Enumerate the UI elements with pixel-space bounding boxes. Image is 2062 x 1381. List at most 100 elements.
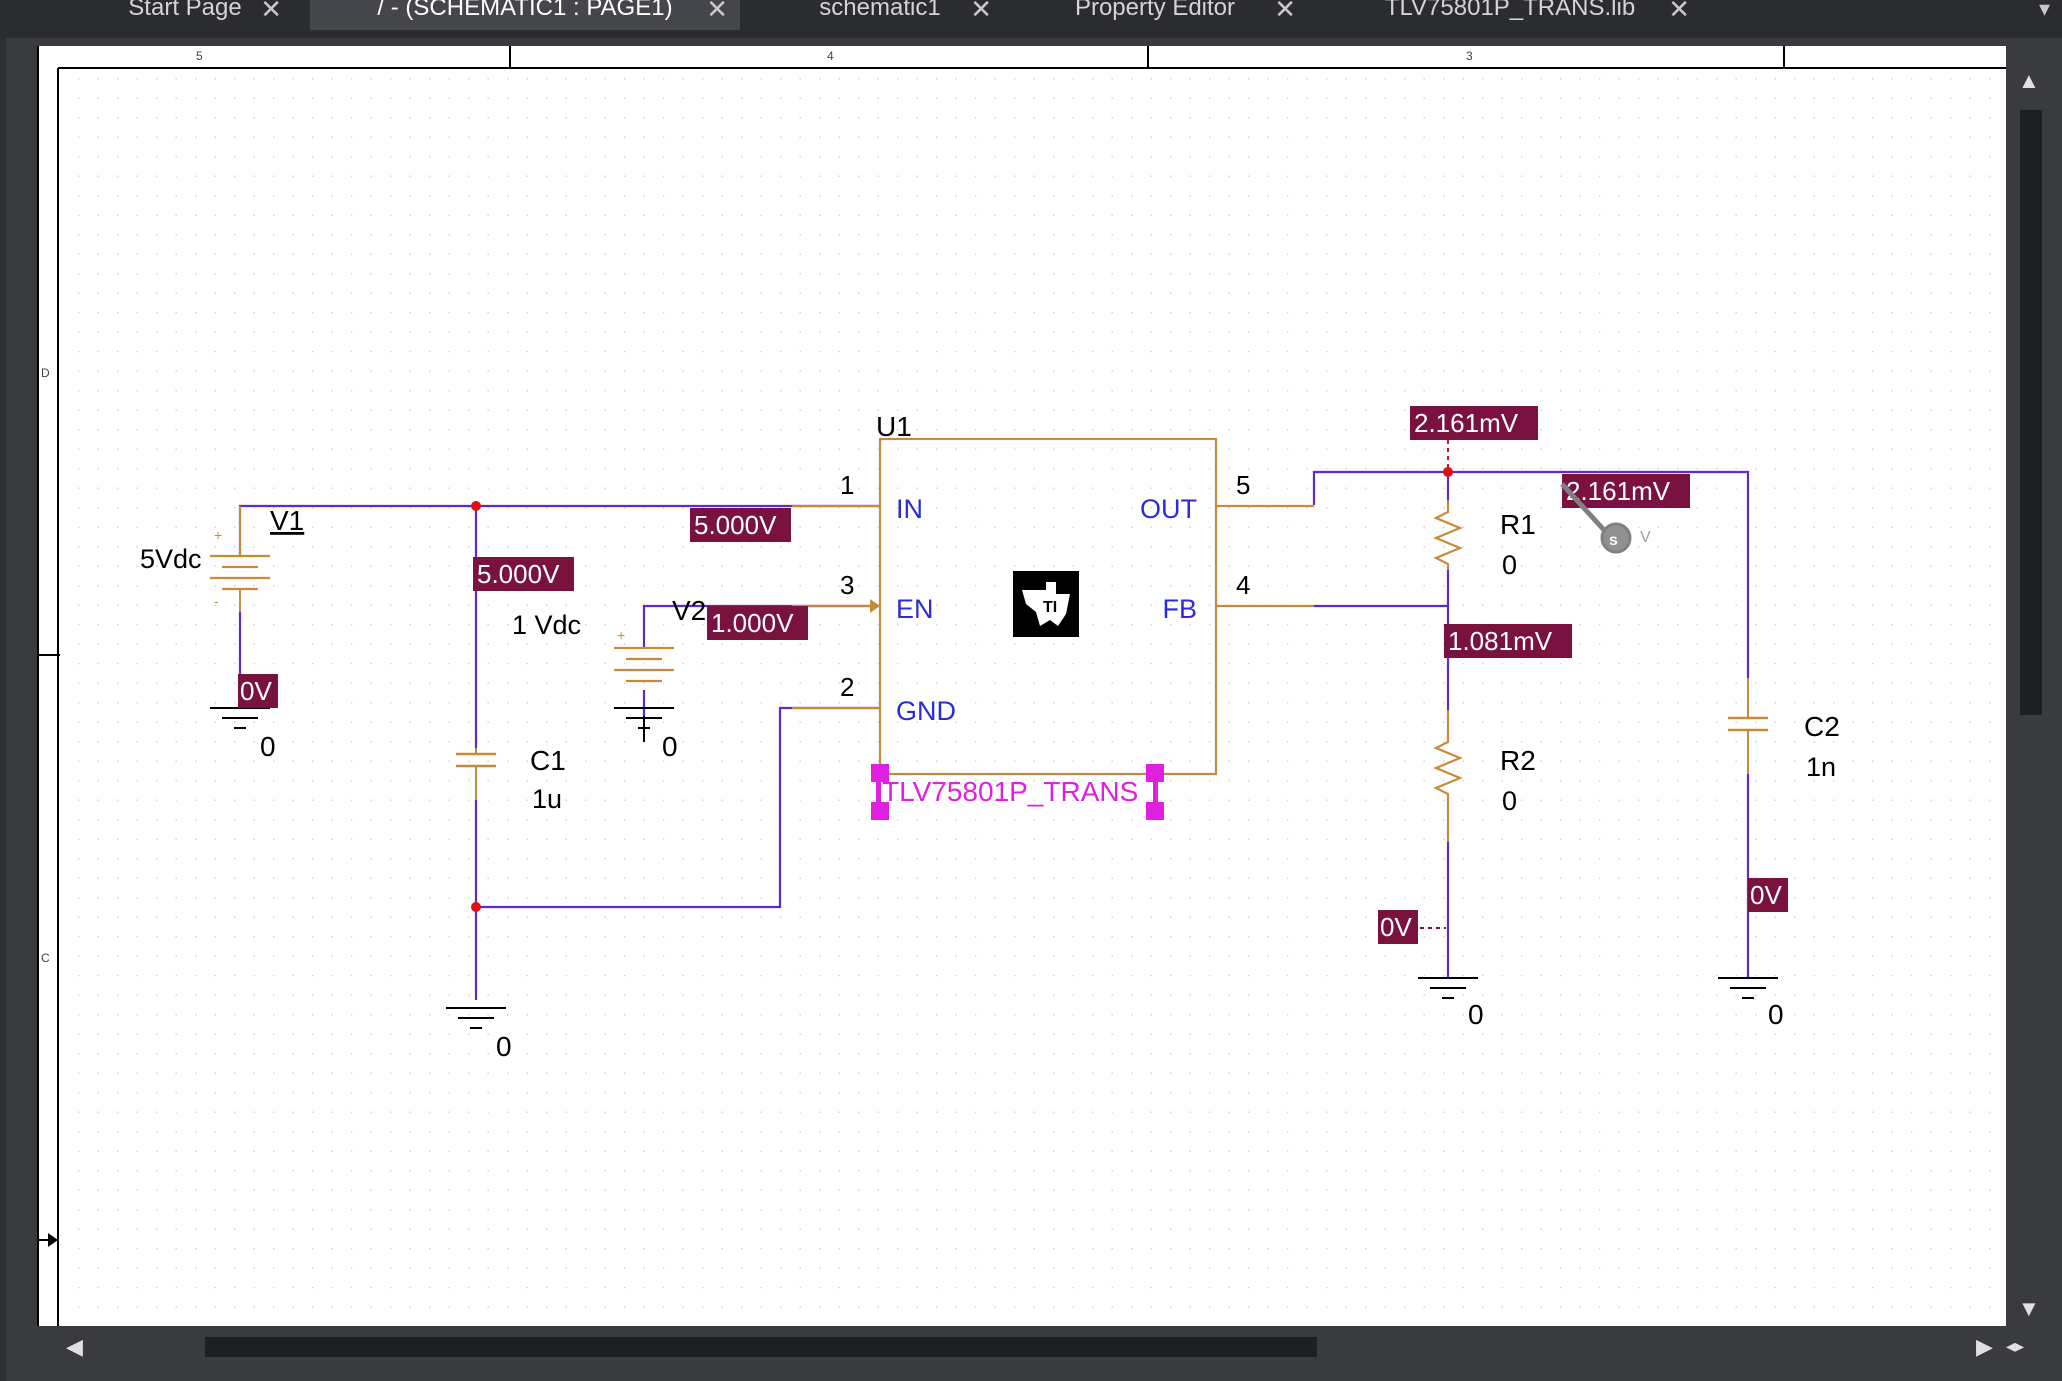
voltage-marker[interactable]: 0V (1748, 878, 1788, 912)
tab-label: / - (SCHEMATIC1 : PAGE1) (377, 0, 673, 21)
v1-ref-label: V1 (270, 505, 304, 536)
wire-out-net[interactable] (1312, 470, 1750, 678)
r1-ref-label: R1 (1500, 509, 1536, 540)
close-icon[interactable]: ✕ (1274, 0, 1296, 24)
voltage-marker[interactable]: 0V (1378, 910, 1446, 944)
voltage-marker[interactable]: 0V (238, 674, 278, 708)
close-icon[interactable]: ✕ (706, 0, 728, 24)
vertical-scroll-thumb[interactable] (2020, 110, 2042, 715)
voltage-marker[interactable]: 1.081mV (1444, 624, 1572, 658)
u1-part-label: TLV75801P_TRANS (882, 776, 1138, 807)
selection-handles (871, 764, 1164, 820)
r2-value-label: 0 (1502, 786, 1517, 816)
voltage-marker[interactable]: 5.000V (473, 557, 574, 591)
tab-library-file[interactable]: TLV75801P_TRANS.lib ✕ (1320, 0, 1700, 30)
pin-name-out: OUT (1140, 494, 1197, 524)
svg-text:s: s (1609, 532, 1618, 549)
border-row-label: D (41, 366, 50, 380)
r1-value-label: 0 (1502, 550, 1517, 580)
voltage-marker[interactable]: 2.161mV (1410, 406, 1538, 440)
ground-symbol[interactable]: 0 (614, 707, 678, 762)
c2-capacitor[interactable]: C2 1n (1728, 678, 1840, 782)
pin-name-gnd: GND (896, 696, 956, 726)
tab-schematic1[interactable]: schematic1 ✕ (760, 0, 1000, 30)
close-icon[interactable]: ✕ (1668, 0, 1690, 24)
tab-schematic-page[interactable]: / - (SCHEMATIC1 : PAGE1) ✕ (310, 0, 740, 30)
document-tab-bar: Start Page ✕ / - (SCHEMATIC1 : PAGE1) ✕ … (0, 0, 2062, 38)
scroll-left-icon[interactable]: ◀ (66, 1334, 83, 1359)
tab-label: Start Page (128, 0, 242, 21)
horizontal-scroll-thumb[interactable] (205, 1337, 1317, 1357)
grid-dots (60, 70, 2006, 1326)
junction-dot (471, 902, 481, 912)
ground-label: 0 (260, 731, 276, 762)
svg-text:2.161mV: 2.161mV (1414, 408, 1519, 438)
voltage-marker[interactable]: 1.000V (707, 606, 808, 640)
c1-ref-label: C1 (530, 745, 566, 776)
svg-text:+: + (214, 527, 222, 543)
r2-ref-label: R2 (1500, 745, 1536, 776)
border-row-label: C (41, 951, 50, 965)
probe-label: V (1640, 529, 1651, 546)
junction-dot (1443, 467, 1453, 477)
border-arrow-head (48, 1233, 58, 1247)
c2-ref-label: C2 (1804, 711, 1840, 742)
v2-ref-label: V2 (672, 595, 706, 626)
svg-text:1.081mV: 1.081mV (1448, 626, 1553, 656)
ground-label: 0 (496, 1031, 512, 1062)
ground-symbol[interactable]: 0 (1718, 977, 1784, 1030)
ground-symbol[interactable]: 0 (1418, 977, 1484, 1030)
c2-value-label: 1n (1806, 752, 1836, 782)
border-column-label: 4 (827, 49, 834, 63)
scroll-right-icon[interactable]: ▶ (1976, 1334, 1993, 1359)
pin-number-en: 3 (840, 570, 854, 600)
scroll-split-icon[interactable]: ◂▸ (2006, 1336, 2025, 1356)
close-icon[interactable]: ✕ (260, 0, 282, 24)
pin-name-in: IN (896, 494, 923, 524)
en-pin-arrow-icon (870, 599, 880, 613)
v1-value-label: 5Vdc (140, 544, 202, 574)
pin-name-en: EN (896, 594, 934, 624)
tab-property-editor[interactable]: Property Editor ✕ (1010, 0, 1300, 30)
tab-start-page[interactable]: Start Page ✕ (70, 0, 300, 30)
svg-text:0V: 0V (1750, 880, 1782, 910)
close-icon[interactable]: ✕ (970, 0, 992, 24)
scroll-down-icon[interactable]: ▼ (2018, 1296, 2040, 1321)
tab-list-dropdown-icon[interactable]: ▾ (2038, 0, 2050, 21)
svg-text:5.000V: 5.000V (694, 510, 777, 540)
u1-component[interactable]: U1 1 3 2 5 4 IN EN GND OUT FB TI TLV7580… (792, 411, 1314, 820)
svg-text:-: - (214, 593, 219, 609)
scroll-up-icon[interactable]: ▲ (2018, 68, 2040, 93)
tab-label: schematic1 (819, 0, 941, 21)
v1-source[interactable]: + - V1 5Vdc (140, 505, 304, 612)
r1-resistor[interactable]: R1 0 (1433, 500, 1536, 580)
svg-text:2.161mV: 2.161mV (1566, 476, 1671, 506)
pin-number-in: 1 (840, 470, 854, 500)
v2-source[interactable]: + V2 1 Vdc (512, 595, 706, 683)
voltage-probe-icon[interactable]: s V (1560, 482, 1651, 554)
ground-label: 0 (1768, 999, 1784, 1030)
tab-label: Property Editor (1074, 0, 1236, 21)
svg-text:+: + (617, 627, 625, 643)
r2-resistor[interactable]: R2 0 (1433, 710, 1536, 842)
voltage-marker[interactable]: 5.000V (690, 508, 791, 542)
ground-label: 0 (1468, 999, 1484, 1030)
tab-label: TLV75801P_TRANS.lib (1384, 0, 1636, 21)
svg-text:5.000V: 5.000V (477, 559, 560, 589)
ground-symbol[interactable]: 0 (446, 1007, 512, 1062)
border-column-label: 3 (1466, 49, 1473, 63)
svg-text:1.000V: 1.000V (711, 608, 794, 638)
voltage-marker[interactable]: 2.161mV (1562, 474, 1690, 508)
left-gutter (0, 38, 6, 1381)
ti-logo-icon: TI (1013, 571, 1079, 637)
pin-number-out: 5 (1236, 470, 1250, 500)
c1-value-label: 1u (532, 784, 562, 814)
u1-ref-label: U1 (876, 411, 912, 442)
junction-dot (471, 501, 481, 511)
border-column-label: 5 (196, 49, 203, 63)
svg-text:0V: 0V (240, 676, 272, 706)
pin-number-gnd: 2 (840, 672, 854, 702)
svg-text:TI: TI (1043, 599, 1057, 616)
c1-capacitor[interactable]: C1 1u (456, 745, 566, 814)
